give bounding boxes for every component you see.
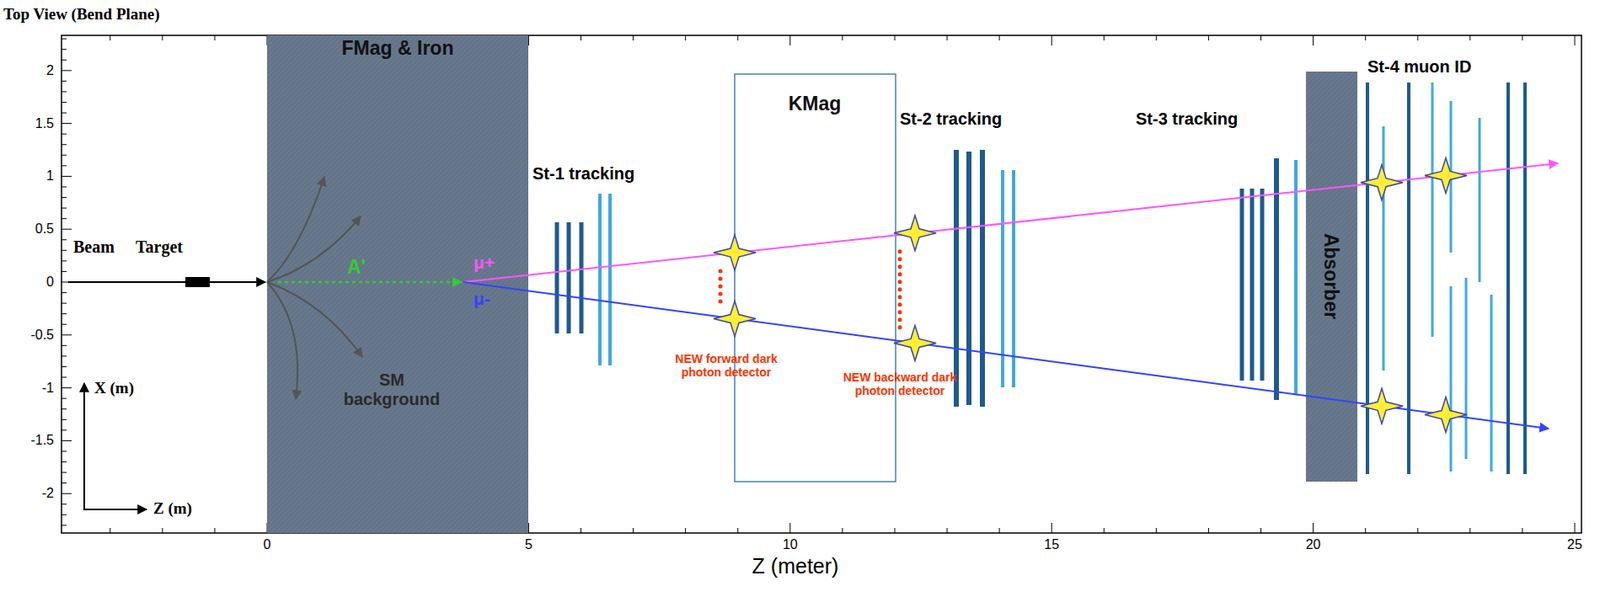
annotation-label: St-2 tracking <box>899 109 1002 129</box>
dark-photon-path <box>278 281 462 284</box>
detector-dots <box>718 271 723 306</box>
x-axis-arrow <box>83 383 86 510</box>
tick-label: -1.5 <box>30 433 54 449</box>
magnet-block: FMag & Iron SM background <box>267 35 529 534</box>
axis-ticks <box>61 35 1575 534</box>
mu-minus-track <box>463 282 1549 429</box>
annotation-label: St-3 tracking <box>1135 109 1238 129</box>
annotation-label: St-1 tracking <box>532 164 635 184</box>
tick-label: 0 <box>263 537 272 553</box>
annotation-label: St-4 muon ID <box>1367 57 1472 77</box>
tick-label: -0.5 <box>30 327 54 343</box>
annotation-label: A' <box>347 256 366 279</box>
annotation-label: Target <box>135 237 183 257</box>
node-title: FMag & Iron <box>342 37 455 59</box>
mu-plus-track <box>463 163 1558 283</box>
annotation-label: NEW backward dark photon detector <box>836 370 964 398</box>
annotation-label: μ- <box>473 288 491 310</box>
absorber-block <box>1305 71 1358 482</box>
tick-label: 20 <box>1305 537 1322 553</box>
tick-label: 0.5 <box>35 221 54 237</box>
tick-label: 15 <box>1043 537 1060 553</box>
hit-stars <box>713 157 1467 433</box>
annotation-label: Beam <box>73 237 115 257</box>
target-block <box>185 277 210 288</box>
node-title: KMag <box>788 92 842 115</box>
tracking-planes <box>556 82 1526 475</box>
annotation-label: Z (m) <box>153 499 193 519</box>
absorber-block: Absorber <box>1305 71 1358 482</box>
plot-frame <box>61 35 1582 534</box>
detector-dots <box>898 251 903 330</box>
annotation-label: Z (meter) <box>752 554 840 579</box>
annotation-label: NEW forward dark photon detector <box>672 352 781 380</box>
fmag-iron-block <box>267 35 529 534</box>
tick-label: -1 <box>42 379 54 396</box>
node-title: Absorber <box>1320 233 1343 320</box>
tick-label: 2 <box>46 63 54 79</box>
magnet-outline: KMag <box>734 74 896 482</box>
annotation-label: X (m) <box>94 379 134 398</box>
tick-label: 10 <box>782 537 798 553</box>
node-note: SM background <box>337 370 447 410</box>
tick-label: 1.5 <box>35 115 54 131</box>
annotation-label: μ+ <box>473 252 495 273</box>
tick-label: 5 <box>524 537 533 553</box>
beam-line <box>68 281 266 284</box>
z-axis-arrow <box>83 508 147 511</box>
tick-label: 0 <box>46 274 54 290</box>
sm-background-tracks <box>267 176 363 400</box>
kmag-outline <box>734 74 896 482</box>
tick-label: -2 <box>42 486 54 502</box>
figure-title: Top View (Bend Plane) <box>3 5 161 24</box>
tick-label: 1 <box>46 168 54 184</box>
tick-label: 25 <box>1567 537 1583 553</box>
